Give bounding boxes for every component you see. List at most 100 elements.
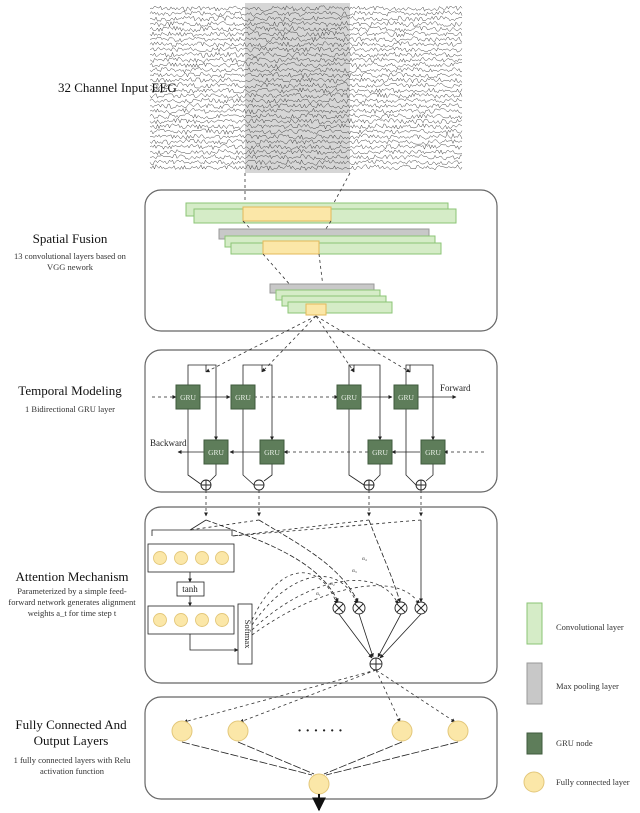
- fc-neuron: [227, 720, 249, 742]
- spatial-to-temporal-arrows: [205, 315, 411, 373]
- receptive-field-highlight: [262, 240, 320, 255]
- svg-text:α₄: α₄: [362, 556, 367, 562]
- output-title: Fully Connected And Output Layers: [15, 717, 127, 748]
- eeg-highlight-window: [245, 3, 350, 173]
- tanh-label: tanh: [182, 584, 198, 594]
- output-neuron: [308, 773, 330, 795]
- legend-pool-label: Max pooling layer: [556, 681, 619, 691]
- ffn-neuron: [215, 551, 229, 565]
- legend-conv-swatch: [526, 602, 543, 645]
- eeg-channel-trace: [149, 77, 463, 84]
- eeg-traces: [149, 5, 463, 171]
- eeg-channel-trace: [149, 61, 463, 69]
- eeg-channel-trace: [149, 102, 463, 110]
- eeg-channel-trace: [149, 20, 463, 28]
- multiply-nodes: [332, 601, 428, 615]
- receptive-field-highlight: [242, 206, 332, 222]
- conv-stack-1: [185, 202, 457, 224]
- eeg-channel-trace: [149, 143, 463, 151]
- gru-node: [367, 439, 393, 465]
- gru-node: [175, 384, 201, 410]
- ffn-neuron: [215, 613, 229, 627]
- ffn-neuron: [174, 613, 188, 627]
- attention-desc: Parameterized by a simple feed-forward n…: [8, 586, 136, 618]
- ffn-neuron: [153, 551, 167, 565]
- legend-gru-swatch: [526, 732, 543, 755]
- conv-layer: [230, 242, 442, 255]
- temporal-modeling-desc: 1 Bidirectional GRU layer: [25, 404, 115, 414]
- eeg-channel-trace: [149, 112, 463, 120]
- eeg-channel-trace: [149, 15, 463, 22]
- attention-title: Attention Mechanism: [15, 569, 129, 584]
- fc-neuron: [391, 720, 413, 742]
- fc-neuron: [171, 720, 193, 742]
- legend-pool-swatch: [526, 662, 543, 705]
- softmax-label: Softmax: [243, 620, 253, 650]
- gru-node-label: GRU: [208, 448, 224, 457]
- eeg-channel-trace: [149, 72, 462, 79]
- eeg-channel-trace: [149, 87, 463, 94]
- eeg-channel-trace: [149, 5, 463, 12]
- eeg-channel-trace: [149, 46, 463, 53]
- eeg-channel-trace: [149, 159, 463, 166]
- fc-neuron: [447, 720, 469, 742]
- eeg-channel-trace: [149, 30, 463, 38]
- legend-gru-label: GRU node: [556, 738, 593, 748]
- ffn-neuron: [153, 613, 167, 627]
- eeg-channel-trace: [149, 10, 463, 17]
- eeg-channel-trace: [149, 133, 463, 140]
- eeg-channel-trace: [149, 67, 463, 74]
- temporal-modeling-title: Temporal Modeling: [18, 383, 122, 398]
- legend-conv-label: Convolutional layer: [556, 622, 624, 632]
- conv-stack-3: [269, 283, 393, 316]
- attention-panel: [144, 506, 498, 684]
- ffn-layer-2: [147, 605, 235, 635]
- ffn-neuron: [195, 551, 209, 565]
- svg-text:α₂: α₂: [330, 581, 335, 587]
- gru-node: [259, 439, 285, 465]
- eeg-channel-trace: [149, 56, 463, 64]
- eeg-channel-trace: [149, 25, 463, 33]
- eeg-channel-trace: [149, 36, 463, 43]
- eeg-channel-trace: [149, 117, 463, 125]
- eeg-input-label: 32 Channel Input EEG: [58, 80, 177, 95]
- eeg-channel-trace: [150, 153, 463, 161]
- eeg-channel-trace: [149, 123, 463, 130]
- eeg-channel-trace: [149, 107, 462, 115]
- eeg-channel-trace: [149, 92, 463, 99]
- eeg-channel-trace: [149, 51, 463, 58]
- eeg-signal: [148, 3, 464, 173]
- gru-node-label: GRU: [372, 448, 388, 457]
- spatial-fusion-title: Spatial Fusion: [32, 231, 108, 246]
- spatial-fusion-desc: 13 convolutional layers based on VGG new…: [14, 251, 126, 272]
- forward-label: Forward: [440, 383, 471, 393]
- legend-fc-label: Fully connected layer: [556, 777, 630, 787]
- eeg-channel-trace: [149, 128, 463, 136]
- gru-node: [420, 439, 446, 465]
- legend: [523, 602, 545, 793]
- output-desc: 1 fully connected layers with Relu activ…: [13, 755, 131, 776]
- legend-fc-swatch: [523, 771, 545, 793]
- gru-node: [393, 384, 419, 410]
- ffn-layer-1: [147, 543, 235, 573]
- gru-node-label: GRU: [180, 393, 196, 402]
- ffn-neuron: [195, 613, 209, 627]
- gru-node-label: GRU: [264, 448, 280, 457]
- gru-node-label: GRU: [341, 393, 357, 402]
- gru-node: [336, 384, 362, 410]
- ffn-neuron: [174, 551, 188, 565]
- eeg-channel-trace: [149, 148, 463, 156]
- attention-mechanism: tanh Softmax α₁ α₂ α₃ α₄: [147, 519, 428, 671]
- gru-node-label: GRU: [398, 393, 414, 402]
- gru-node-label: GRU: [425, 448, 441, 457]
- gru-node: [230, 384, 256, 410]
- spatial-fusion-panel: [144, 189, 498, 332]
- eeg-channel-trace: [149, 138, 463, 145]
- softmax-box: [237, 603, 253, 665]
- svg-text:α₃: α₃: [352, 568, 357, 574]
- conv-layer: [287, 301, 393, 314]
- fully-connected-layer: · · · · · ·: [171, 720, 469, 812]
- eeg-channel-trace: [149, 82, 463, 89]
- fc-ellipsis: · · · · · ·: [297, 724, 343, 739]
